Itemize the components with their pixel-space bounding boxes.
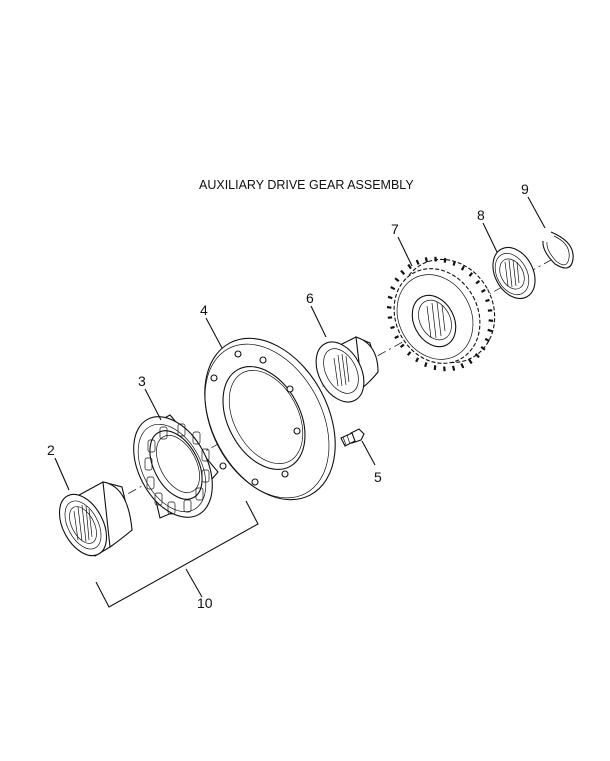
- assembly-bracket-10: [95, 500, 259, 608]
- leader-lines: [54, 196, 546, 491]
- part-2-sleeve: [58, 481, 133, 557]
- gear-tooth: [475, 279, 481, 285]
- callout-10: 10: [197, 595, 213, 611]
- callout-3: 3: [138, 373, 146, 389]
- gear-tooth: [390, 325, 395, 330]
- gear-tooth: [424, 257, 429, 263]
- callout-5: 5: [374, 469, 382, 485]
- callout-7: 7: [391, 221, 399, 237]
- callout-8: 8: [477, 207, 485, 223]
- gear-tooth: [387, 295, 393, 300]
- callout-4: 4: [200, 302, 208, 318]
- gear-tooth: [468, 272, 474, 277]
- gear-tooth: [480, 288, 486, 293]
- part-8-race: [492, 246, 536, 300]
- gear-tooth: [487, 328, 493, 333]
- callout-9: 9: [521, 181, 529, 197]
- gear-tooth: [406, 351, 412, 356]
- gear-tooth: [415, 259, 420, 265]
- gear-tooth: [451, 365, 456, 371]
- gear-tooth: [484, 337, 490, 342]
- part-6-splined-hub: [315, 336, 379, 403]
- part-9-snap-ring: [542, 231, 574, 269]
- gear-tooth: [390, 286, 396, 291]
- gear-tooth: [424, 362, 428, 368]
- gear-tooth: [415, 357, 420, 363]
- gear-tooth: [474, 353, 480, 359]
- gear-tooth: [394, 277, 400, 283]
- diagram-title: AUXILIARY DRIVE GEAR ASSEMBLY: [199, 178, 414, 192]
- gear-tooth: [485, 298, 490, 303]
- gear-tooth: [394, 335, 400, 340]
- gear-tooth: [407, 263, 412, 270]
- gear-tooth: [400, 269, 406, 275]
- callout-6: 6: [306, 290, 314, 306]
- gear-tooth: [460, 265, 465, 271]
- gear-tooth: [399, 343, 405, 349]
- gear-tooth: [488, 319, 494, 322]
- part-5-bolt: [340, 428, 365, 447]
- gear-tooth: [480, 345, 486, 351]
- gear-tooth: [386, 306, 392, 309]
- part-7-helical-gear: [386, 256, 496, 372]
- callout-2: 2: [47, 442, 55, 458]
- gear-tooth: [460, 363, 465, 369]
- gear-tooth: [452, 260, 456, 266]
- gear-tooth: [468, 358, 473, 365]
- part-3-roller-bearing: [133, 414, 219, 519]
- part-4-flange-plate: [204, 337, 336, 501]
